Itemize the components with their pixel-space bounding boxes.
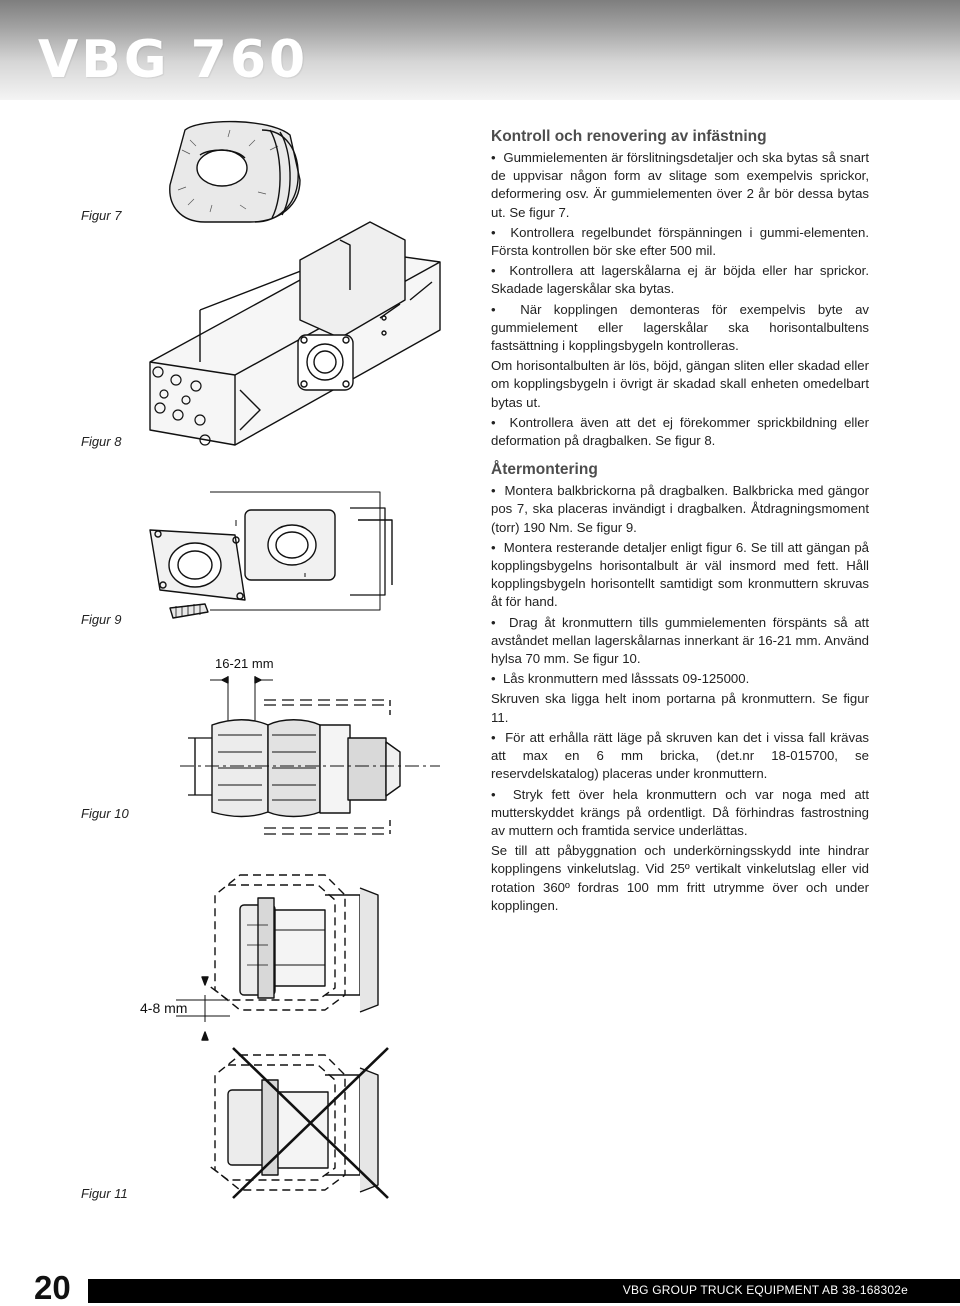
section-body-kontroll: Gummielementen är förslitningsdetaljer o… — [491, 149, 869, 450]
footer-company: VBG GROUP TRUCK EQUIPMENT AB 38-168302e — [622, 1283, 908, 1297]
paragraph: Om horisontalbulten är lös, böjd, gängan… — [491, 358, 869, 410]
bullet-paragraph: För att erhålla rätt läge på skruven kan… — [491, 729, 869, 784]
bullet-paragraph: Montera balkbrickorna på dragbalken. Bal… — [491, 482, 869, 537]
figure-7-caption: Figur 7 — [81, 208, 122, 223]
section-body-atermontering: Montera balkbrickorna på dragbalken. Bal… — [491, 482, 869, 915]
section-heading-atermontering: Återmontering — [491, 461, 598, 479]
figure-11-crown-nut-incorrect — [207, 1047, 389, 1199]
bullet-paragraph: Kontrollera regelbundet förspänningen i … — [491, 224, 869, 260]
page-title: VBG 760 — [38, 30, 309, 90]
figure-11-crown-nut-correct — [176, 874, 379, 1041]
paragraph: Skruven ska ligga helt inom portarna på … — [491, 691, 869, 725]
section-heading-kontroll: Kontroll och renovering av infästning — [491, 128, 767, 145]
bullet-paragraph: Gummielementen är förslitningsdetaljer o… — [491, 149, 869, 222]
figure-10-caption: Figur 10 — [81, 806, 129, 821]
footer-rule — [88, 1279, 960, 1303]
bullet-paragraph: Kontrollera även att det ej förekommer s… — [491, 414, 869, 450]
text-column: Kontroll och renovering av infästning Gu… — [491, 127, 869, 917]
figure-11-caption: Figur 11 — [81, 1186, 128, 1201]
bullet-paragraph: När kopplingen demonteras för exempelvis… — [491, 301, 869, 356]
figure-10-coupling-section — [180, 676, 440, 835]
dimension-label-16-21mm: 16-21 mm — [215, 656, 274, 671]
page-number: 20 — [34, 1269, 71, 1306]
figure-9-beam-washers — [149, 491, 393, 619]
figure-8-tow-beam — [149, 221, 441, 446]
bullet-paragraph: Montera resterande detaljer enligt figur… — [491, 539, 869, 612]
bullet-paragraph: Kontrollera att lagerskålarna ej är böjd… — [491, 262, 869, 298]
paragraph: Se till att påbyggnation och underkörnin… — [491, 843, 869, 913]
bullet-paragraph: Lås kronmuttern med låsssats 09-125000. — [491, 670, 869, 688]
dimension-label-4-8mm: 4-8 mm — [140, 1000, 188, 1016]
bullet-paragraph: Stryk fett över hela kronmuttern och var… — [491, 786, 869, 841]
bullet-paragraph: Drag åt kronmuttern tills gummielementen… — [491, 614, 869, 669]
header-band — [0, 0, 960, 100]
figure-9-caption: Figur 9 — [81, 612, 122, 627]
figure-8-caption: Figur 8 — [81, 434, 122, 449]
figure-7-rubber-element — [169, 120, 301, 223]
